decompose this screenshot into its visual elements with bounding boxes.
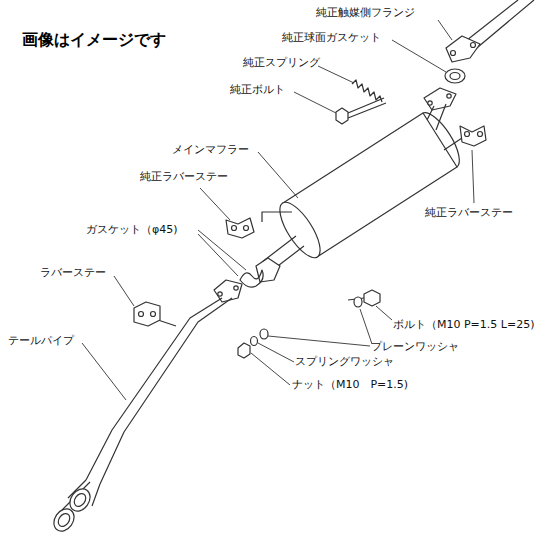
part-label: 純正ラバーステー (140, 170, 228, 184)
part-label: 純正スプリング (243, 56, 320, 70)
part-label: スプリングワッシャ (295, 355, 394, 369)
part-label: 純正触媒側フランジ (316, 6, 415, 20)
part-label: ラバーステー (40, 266, 106, 280)
note-title: 画像はイメージです (22, 30, 166, 50)
part-label: プレーンワッシャ (371, 340, 459, 354)
part-label: メインマフラー (172, 143, 249, 157)
part-label: 純正ラバーステー (425, 206, 513, 220)
part-label: テールパイプ (8, 334, 74, 348)
part-label: ガスケット（φ45) (86, 223, 178, 237)
part-label: ボルト（M10 P=1.5 L=25) (393, 318, 534, 332)
part-label: 純正球面ガスケット (282, 31, 381, 45)
part-label: ナット（M10 P=1.5) (292, 378, 408, 392)
part-label: 純正ボルト (230, 83, 285, 97)
